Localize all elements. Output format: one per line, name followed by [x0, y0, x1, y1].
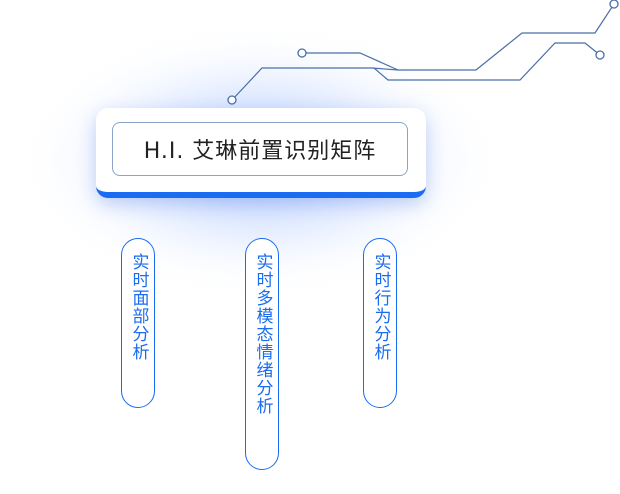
title-frame: H.I. 艾琳前置识别矩阵: [112, 122, 408, 176]
branch-label: 实时面部分析: [128, 253, 149, 361]
branch-label: 实时行为分析: [370, 253, 391, 361]
circuit-node-right: [595, 50, 605, 60]
diagram-title: H.I. 艾琳前置识别矩阵: [143, 139, 377, 164]
branch-multimodal-emotion-analysis: 实时多模态情绪分析: [245, 238, 279, 470]
circuit-trace-lower: [373, 42, 601, 81]
circuit-node-left: [227, 95, 237, 105]
branch-facial-analysis: 实时面部分析: [121, 238, 155, 408]
circuit-trace-upper: [231, 3, 615, 101]
title-card: H.I. 艾琳前置识别矩阵: [96, 108, 426, 198]
branch-behavior-analysis: 实时行为分析: [363, 238, 397, 408]
circuit-trace-middle: [302, 52, 399, 71]
branch-label: 实时多模态情绪分析: [252, 253, 273, 415]
circuit-node-middle: [297, 48, 307, 58]
circuit-node-top-right: [609, 0, 619, 9]
